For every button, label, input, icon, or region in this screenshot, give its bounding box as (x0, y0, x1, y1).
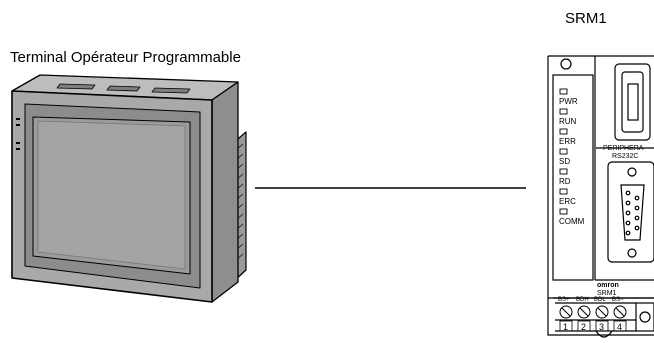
peripheral-port (614, 63, 651, 141)
led-label-comm: COMM (559, 217, 585, 226)
led-label-rd: RD (559, 177, 571, 186)
led-label-erc: ERC (559, 197, 576, 206)
rs232c-label: RS232C (612, 153, 638, 160)
terminal-label-4: BS− (612, 297, 624, 303)
led-label-err: ERR (559, 137, 576, 146)
led-label-run: RUN (559, 117, 577, 126)
rs232c-port (607, 161, 654, 263)
omron-logo: omron (597, 282, 619, 289)
operator-terminal-device (11, 74, 247, 303)
srm1-label: SRM1 (565, 10, 607, 27)
led-label-sd: SD (559, 157, 570, 166)
terminal-label-1: BS+ (558, 297, 570, 303)
screw-terminals (559, 305, 627, 319)
terminal-number-4: 4 (617, 322, 622, 332)
terminal-label-2: BDH (576, 297, 589, 303)
led-label-pwr: PWR (559, 97, 578, 106)
peripheral-label: PERIPHERA (603, 145, 644, 152)
terminal-label-3: BDL (594, 297, 606, 303)
terminal-label: Terminal Opérateur Programmable (10, 49, 241, 66)
terminal-number-2: 2 (581, 322, 586, 332)
terminal-number-1: 1 (563, 322, 568, 332)
mounting-hole-icon (560, 58, 572, 70)
led-indicators (559, 88, 568, 215)
model-label: SRM1 (597, 290, 617, 297)
terminal-number-3: 3 (599, 322, 604, 332)
